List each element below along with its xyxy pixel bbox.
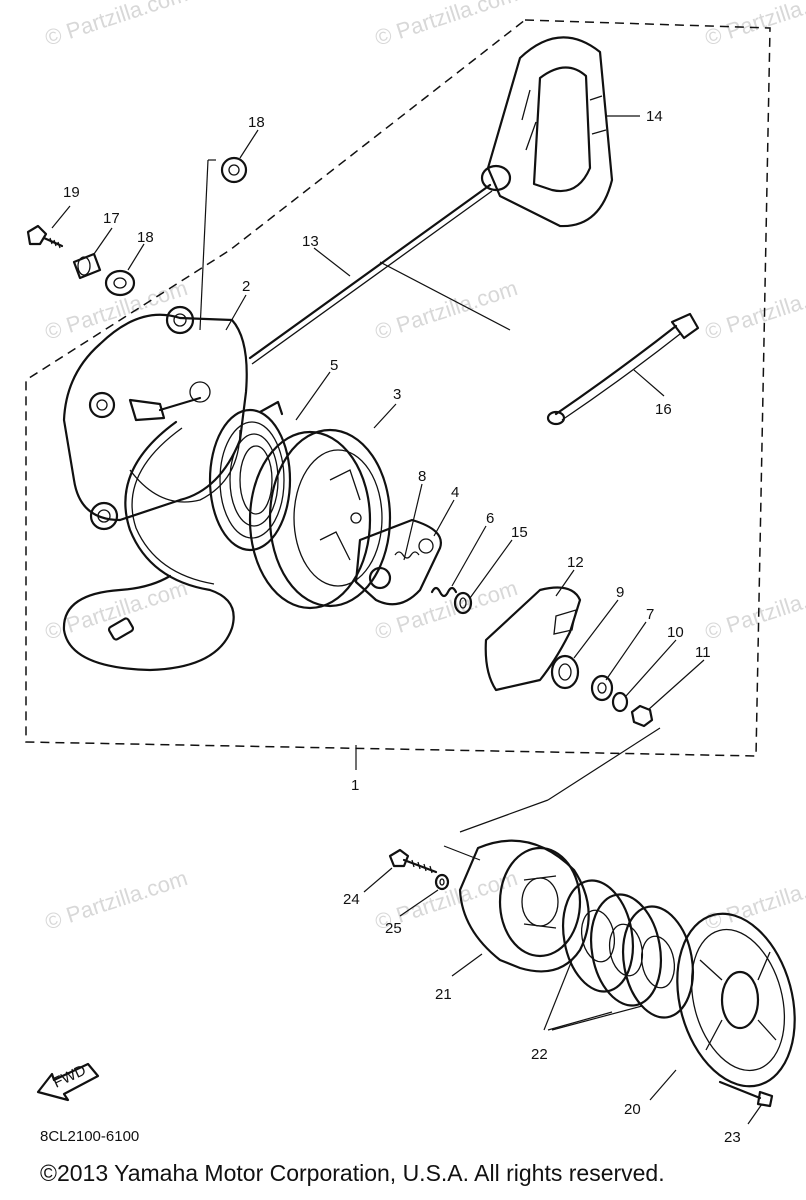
part-number: 22 xyxy=(531,1046,548,1063)
part-number: 24 xyxy=(343,891,360,908)
copyright-notice: ©2013 Yamaha Motor Corporation, U.S.A. A… xyxy=(40,1160,665,1186)
grommet-18-upper xyxy=(220,156,248,184)
assembly-boundary xyxy=(25,19,771,757)
part-number-labels: 1 2 3 4 5 6 7 8 9 10 11 12 13 14 15 16 1… xyxy=(63,108,741,1146)
friction-plate xyxy=(484,586,582,692)
drive-pawl xyxy=(354,518,442,606)
nut-11 xyxy=(630,704,654,728)
spring-9 xyxy=(550,654,580,690)
part-number: 3 xyxy=(393,386,401,403)
starter-handle xyxy=(480,36,614,228)
part-number: 4 xyxy=(451,484,459,501)
watermark: © Partzilla.com xyxy=(702,0,806,51)
catalog-code: 8CL2100-6100 xyxy=(40,1128,140,1145)
rope-pulley xyxy=(248,428,392,610)
part-number: 1 xyxy=(351,777,359,794)
part-number: 6 xyxy=(486,510,494,527)
watermark: © Partzilla.com xyxy=(702,575,806,645)
part-number: 12 xyxy=(567,554,584,571)
pawl-spring xyxy=(430,586,458,598)
watermark: © Partzilla.com xyxy=(42,275,191,345)
fwd-label: FWD xyxy=(51,1062,89,1092)
washer-7 xyxy=(590,674,614,702)
bolt-19 xyxy=(26,224,64,249)
part-number: 15 xyxy=(511,524,528,541)
part-number: 2 xyxy=(242,278,250,295)
part-number: 5 xyxy=(330,357,338,374)
watermark: © Partzilla.com xyxy=(372,275,521,345)
part-number: 17 xyxy=(103,210,120,227)
part-number: 23 xyxy=(724,1129,741,1146)
part-number: 13 xyxy=(302,233,319,250)
part-number: 19 xyxy=(63,184,80,201)
starter-pulley-20 xyxy=(676,912,796,1088)
watermark: © Partzilla.com xyxy=(702,865,806,935)
starter-rope xyxy=(248,183,493,365)
rope-guide-16 xyxy=(546,312,700,426)
recoil-spring xyxy=(208,400,292,552)
screw-23 xyxy=(718,1080,774,1108)
recoil-housing xyxy=(62,305,248,531)
grommet-18-lower xyxy=(104,269,136,297)
part-number: 9 xyxy=(616,584,624,601)
part-number: 7 xyxy=(646,606,654,623)
cable-loop xyxy=(62,420,235,672)
lock-washer-10 xyxy=(611,691,629,713)
bolt-24 xyxy=(388,848,438,874)
part-number: 18 xyxy=(137,229,154,246)
collar-17 xyxy=(72,252,102,280)
drive-pulley-21 xyxy=(458,839,590,973)
forward-arrow-icon: FWD xyxy=(36,1062,100,1102)
washer-15 xyxy=(453,591,473,615)
watermark: © Partzilla.com xyxy=(372,575,521,645)
washer-25 xyxy=(434,873,450,891)
watermark: © Partzilla.com xyxy=(702,275,806,345)
part-number: 10 xyxy=(667,624,684,641)
watermark: © Partzilla.com xyxy=(42,865,191,935)
part-number: 8 xyxy=(418,468,426,485)
watermark: © Partzilla.com xyxy=(42,0,191,51)
part-number: 20 xyxy=(624,1101,641,1118)
part-number: 25 xyxy=(385,920,402,937)
part-number: 18 xyxy=(248,114,265,131)
watermark: © Partzilla.com xyxy=(372,0,521,51)
part-number: 16 xyxy=(655,401,672,418)
leader-lines xyxy=(51,115,763,1125)
part-number: 14 xyxy=(646,108,663,125)
part-number: 11 xyxy=(695,644,711,661)
plates-22 xyxy=(562,879,694,1019)
part-number: 21 xyxy=(435,986,452,1003)
